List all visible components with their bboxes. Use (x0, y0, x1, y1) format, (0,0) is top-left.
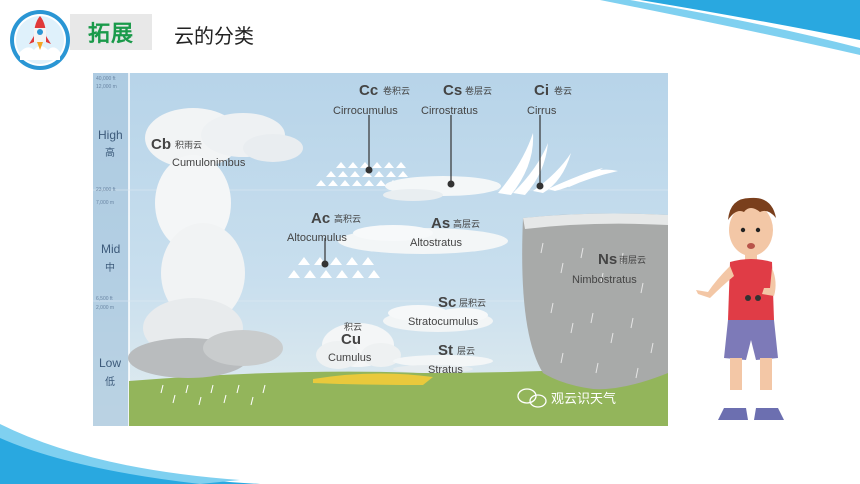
band-label-low: Low (99, 356, 121, 370)
cloud-diagram: 40,000 ft 12,000 m 23,000 ft 7,000 m 6,5… (93, 73, 668, 426)
cloud-cn-as: 高层云 (453, 218, 480, 230)
altitude-mark: 12,000 m (96, 84, 117, 90)
cloud-abbr-ns: Ns (598, 251, 617, 268)
cirrocumulus-puffs (316, 162, 408, 186)
boy-illustration (696, 197, 784, 420)
cloud-name-ns: Nimbostratus (572, 274, 637, 286)
band-label-high-cn: 高 (105, 146, 115, 159)
cloud-abbr-sc: Sc (438, 294, 456, 311)
cloud-abbr-as: As (431, 215, 450, 232)
rain-streaks (540, 242, 654, 379)
cloud-name-cu: Cumulus (328, 352, 372, 364)
wechat-icon (517, 388, 547, 408)
cloud-abbr-ci: Ci (534, 82, 549, 99)
cloud-name-ac: Altocumulus (287, 232, 347, 244)
cloud-name-cb: Cumulonimbus (172, 157, 246, 169)
band-label-mid-cn: 中 (105, 261, 115, 274)
cloud-name-st: Stratus (428, 364, 463, 376)
cloud-cn-cs: 卷层云 (465, 85, 492, 97)
cloud-cn-cu: 积云 (344, 321, 362, 333)
cloud-cn-ns: 雨层云 (619, 255, 646, 266)
cloud-cn-ci: 卷云 (554, 85, 572, 97)
rocket-logo-icon (10, 10, 70, 70)
cloud-abbr-st: St (438, 342, 453, 359)
cloud-cn-cb: 积雨云 (175, 139, 202, 151)
cloud-abbr-cb: Cb (151, 136, 171, 153)
altitude-axis (93, 73, 129, 426)
cumulonimbus-cloud (128, 108, 303, 378)
altocumulus-puffs (288, 257, 380, 278)
cloud-cn-cc: 卷积云 (383, 85, 410, 97)
cloud-cn-sc: 层积云 (459, 297, 486, 309)
page-title: 云的分类 (174, 24, 254, 48)
cloud-name-as: Altostratus (410, 237, 462, 249)
cloud-abbr-cc: Cc (359, 82, 378, 99)
cloud-name-cs: Cirrostratus (421, 105, 478, 117)
band-label-low-cn: 低 (105, 375, 115, 388)
section-tag-label: 拓展 (87, 22, 134, 47)
altitude-mark: 40,000 ft (96, 76, 116, 82)
cloud-cn-ac: 高积云 (334, 213, 361, 225)
stratus-cloud (393, 355, 493, 367)
ground (129, 365, 668, 426)
altitude-mark: 7,000 m (96, 200, 114, 206)
section-tag: 拓展 (70, 14, 152, 50)
top-decoration (600, 0, 860, 55)
cloud-abbr-ac: Ac (311, 210, 330, 227)
nimbostratus-cloud (522, 213, 668, 390)
cloud-name-cc: Cirrocumulus (333, 105, 398, 117)
altitude-mark: 23,000 ft (96, 187, 116, 193)
altitude-mark: 6,500 ft (96, 296, 113, 302)
field (313, 373, 433, 385)
altitude-mark: 2,000 m (96, 305, 114, 311)
cloud-abbr-cs: Cs (443, 82, 462, 99)
watermark-text: 观云识天气 (551, 391, 616, 407)
cloud-abbr-cu: Cu (341, 331, 361, 348)
cloud-name-sc: Stratocumulus (408, 316, 479, 328)
bottom-decoration (0, 424, 260, 484)
band-label-mid: Mid (101, 242, 120, 256)
cloud-cn-st: 层云 (457, 346, 475, 357)
band-label-high: High (98, 128, 123, 142)
cloud-name-ci: Cirrus (527, 105, 557, 117)
cirrus-cloud (498, 133, 618, 195)
cumulonimbus-rain (160, 384, 266, 406)
